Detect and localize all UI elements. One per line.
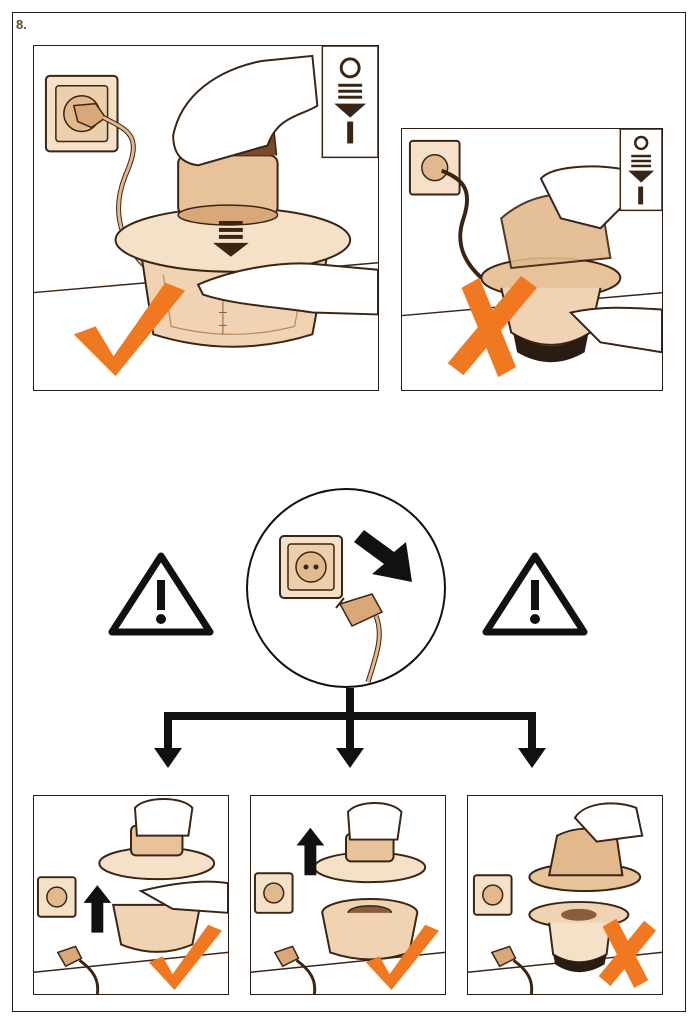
correct-operation-illustration	[34, 46, 378, 377]
wall-socket	[472, 874, 513, 916]
hand-holding-icon	[196, 262, 378, 316]
panel-correct-operation	[33, 45, 379, 391]
panel-remove-incorrect	[467, 795, 663, 995]
warning-triangle-icon	[482, 552, 588, 636]
hand-pressing-icon	[172, 54, 319, 167]
warning-triangle-icon	[108, 552, 214, 636]
arrow-away-icon	[354, 530, 412, 582]
motor-base-upside-down	[528, 900, 630, 973]
cross-icon	[447, 275, 537, 378]
press-down-arrow-icon	[212, 220, 249, 257]
checkmark-icon	[148, 924, 223, 991]
checkmark-icon	[73, 282, 186, 377]
unplug-icon	[246, 488, 446, 688]
wall-socket	[279, 535, 343, 599]
hand-lifting-icon	[133, 798, 194, 837]
power-cord	[440, 168, 483, 280]
chopper-bowl	[111, 903, 202, 953]
hand-holding-icon	[138, 880, 228, 914]
panel-remove-motor-correct	[33, 795, 229, 995]
wall-socket	[408, 139, 461, 196]
arrow-down-icon	[518, 748, 546, 768]
step-number: 8.	[16, 17, 27, 32]
panel-remove-lid-correct	[250, 795, 446, 995]
hand-holding-icon	[568, 306, 662, 354]
checkmark-icon	[365, 924, 440, 991]
instruction-page-frame	[12, 12, 686, 1012]
wall-socket	[36, 876, 77, 918]
remove-motor-illustration	[34, 798, 228, 994]
power-plug	[56, 945, 100, 994]
power-plug	[490, 945, 534, 994]
arrow-up-icon	[83, 885, 112, 933]
branch-arrows	[154, 688, 546, 768]
speed-selector-icon	[321, 46, 378, 159]
arrow-down-icon	[336, 748, 364, 768]
hand-lifting-icon	[346, 802, 403, 841]
remove-lid-illustration	[251, 802, 445, 994]
panel-incorrect-operation	[401, 128, 663, 391]
arrow-down-icon	[154, 748, 182, 768]
cross-icon	[598, 918, 657, 989]
speed-selector-icon	[619, 129, 662, 212]
arrow-up-icon	[296, 827, 325, 876]
wall-socket	[253, 872, 294, 914]
incorrect-removal-illustration	[468, 802, 662, 994]
power-plug	[335, 593, 384, 683]
hand-lifting-icon	[573, 802, 644, 843]
power-plug	[273, 945, 317, 994]
incorrect-operation-illustration	[402, 129, 662, 378]
